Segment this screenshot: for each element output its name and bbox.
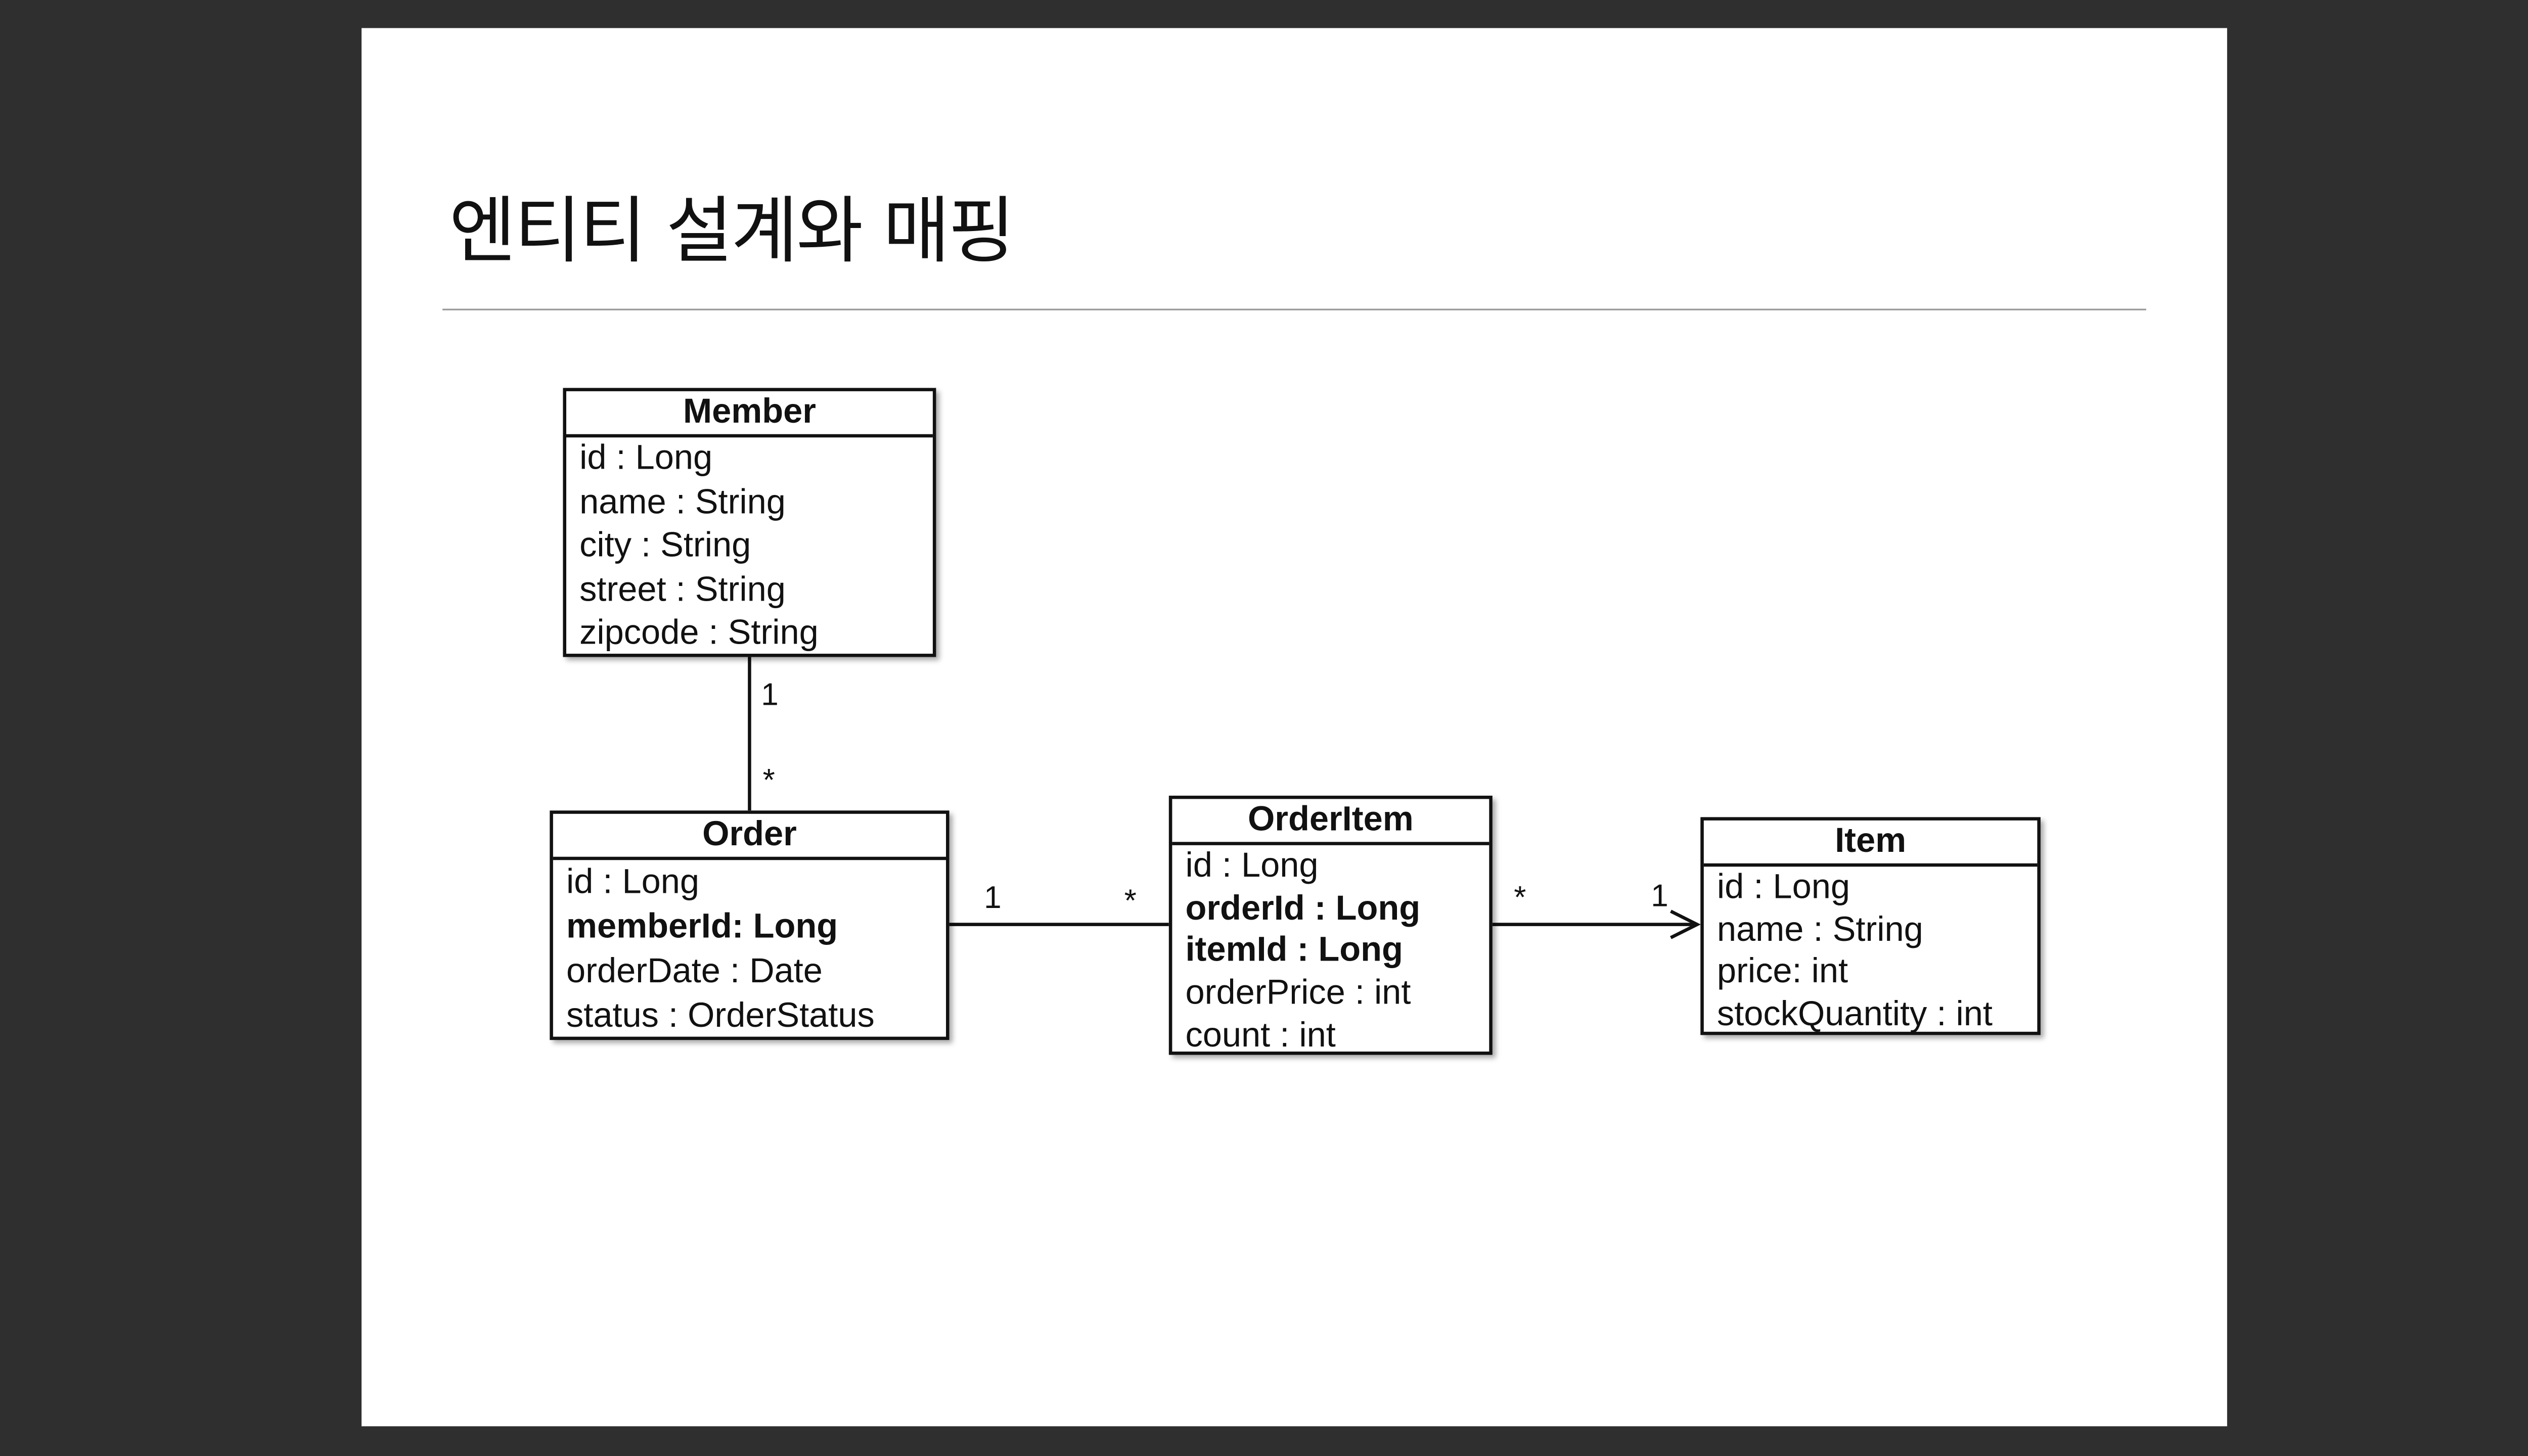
entity-attribute: status : OrderStatus	[566, 997, 875, 1035]
entity-attribute: price: int	[1717, 953, 1848, 991]
slide-title: 엔티티 설계와 매핑	[449, 190, 1015, 275]
entity-attribute: memberId: Long	[566, 907, 838, 946]
mult-orderitem-many-2: *	[1514, 881, 1526, 917]
slide	[362, 28, 2227, 1427]
entity-attribute: id : Long	[566, 863, 700, 901]
mult-item-1: 1	[1651, 880, 1668, 915]
entity-header: OrderItem	[1172, 799, 1489, 845]
entity-header: Item	[1703, 821, 2038, 867]
mult-member-1: 1	[761, 678, 779, 713]
entity-attribute: id : Long	[1717, 868, 1850, 906]
mult-order-many: *	[762, 764, 775, 799]
entity-attribute: count : int	[1185, 1016, 1336, 1055]
entity-header: Order	[553, 814, 946, 860]
entity-attribute: orderId : Long	[1185, 889, 1421, 928]
title-divider	[442, 308, 2146, 310]
entity-attribute: name : String	[1717, 911, 1923, 949]
mult-order-1: 1	[984, 881, 1002, 917]
entity-attribute: orderDate : Date	[566, 952, 823, 991]
entity-attribute: city : String	[579, 526, 751, 565]
entity-attribute: zipcode : String	[579, 614, 819, 652]
entity-attribute: street : String	[579, 570, 786, 609]
mult-orderitem-many: *	[1124, 885, 1137, 920]
entity-attribute: id : Long	[579, 439, 713, 477]
entity-attribute: orderPrice : int	[1185, 974, 1411, 1012]
arrowhead-icon	[1670, 909, 1701, 939]
entity-attribute: itemId : Long	[1185, 931, 1403, 970]
entity-attribute: id : Long	[1185, 847, 1319, 885]
entity-attribute: stockQuantity : int	[1717, 995, 1993, 1034]
entity-header: Member	[566, 391, 933, 438]
entity-attribute: name : String	[579, 483, 786, 521]
